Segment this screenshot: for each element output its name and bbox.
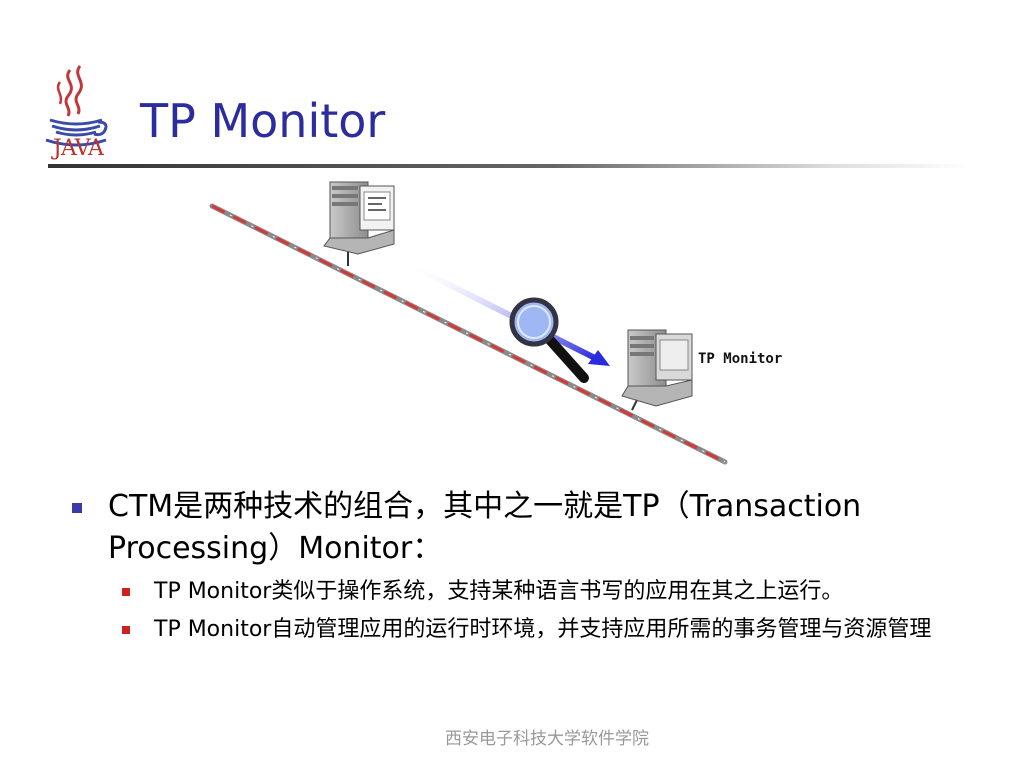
java-logo-icon — [45, 65, 108, 147]
arrow-icon — [406, 261, 610, 366]
sub-bullet-text: TP Monitor类似于操作系统，支持某种语言书写的应用在其之上运行。 — [154, 579, 844, 604]
bullet-text: CTM是两种技术的组合，其中之一就是TP（Transaction Process… — [108, 489, 862, 566]
sub-bullet-square-icon — [122, 626, 130, 634]
bullet-item: CTM是两种技术的组合，其中之一就是TP（Transaction Process… — [72, 486, 972, 570]
server-label: TP Monitor — [698, 351, 782, 367]
java-logo-text: JAVA — [53, 136, 104, 161]
title-divider — [48, 164, 968, 168]
bullet-list: CTM是两种技术的组合，其中之一就是TP（Transaction Process… — [72, 486, 972, 646]
tp-monitor-diagram: TP Monitor — [209, 181, 782, 465]
sub-bullet-square-icon — [122, 588, 130, 596]
sub-bullet-item: TP Monitor类似于操作系统，支持某种语言书写的应用在其之上运行。 — [118, 576, 972, 608]
sub-bullet-text: TP Monitor自动管理应用的运行时环境，并支持应用所需的事务管理与资源管理 — [154, 617, 932, 642]
network-cable-icon — [209, 203, 728, 465]
slide-title: TP Monitor — [140, 94, 386, 148]
server-computer-icon — [621, 329, 693, 411]
footer-text: 西安电子科技大学软件学院 — [445, 729, 649, 749]
bullet-square-icon — [72, 503, 82, 513]
sub-bullet-item: TP Monitor自动管理应用的运行时环境，并支持应用所需的事务管理与资源管理 — [118, 614, 972, 646]
magnifier-icon — [509, 297, 589, 383]
client-computer-icon — [323, 181, 395, 266]
